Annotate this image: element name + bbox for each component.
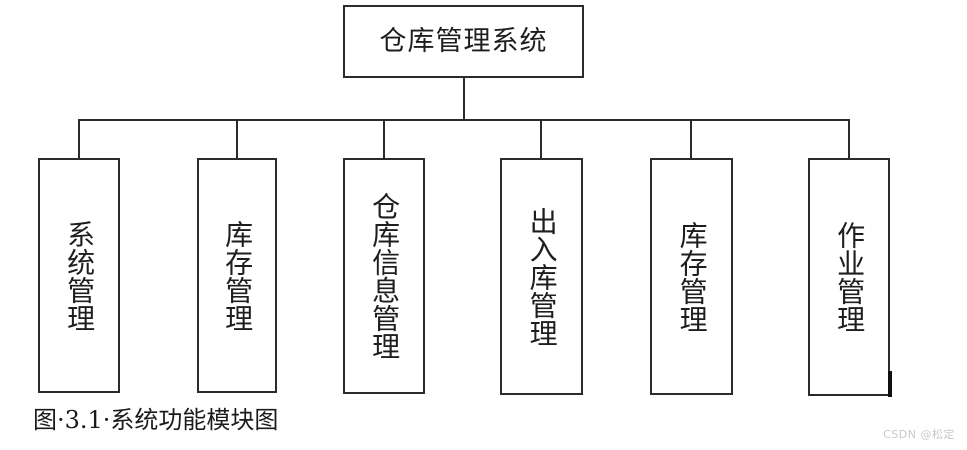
node-root[interactable]: 仓库管理系统 (343, 5, 584, 78)
connector-drop-6 (848, 119, 850, 159)
node-child-warehouse-info-management[interactable]: 仓库信息管理 (343, 158, 425, 394)
node-child-label-1: 系统管理 (63, 219, 97, 332)
watermark-label: CSDN @松定 (883, 428, 955, 441)
node-child-label-3: 仓库信息管理 (368, 192, 402, 360)
connector-drop-3 (383, 119, 385, 159)
connector-drop-2 (236, 119, 238, 159)
connector-drop-5 (690, 119, 692, 159)
node-child-label-6: 作业管理 (833, 221, 867, 333)
connector-drop-1 (78, 119, 80, 159)
text-caret-artifact (888, 371, 892, 397)
node-root-label: 仓库管理系统 (379, 26, 548, 57)
node-child-label-5: 库存管理 (675, 220, 709, 333)
connector-root-stem (463, 78, 465, 121)
connector-drop-4 (540, 119, 542, 159)
node-child-label-4: 出入库管理 (525, 206, 559, 347)
node-child-system-management[interactable]: 系统管理 (38, 158, 120, 393)
node-child-inventory-management[interactable]: 库存管理 (197, 158, 277, 393)
node-child-label-2: 库存管理 (221, 219, 255, 332)
node-child-inbound-outbound-management[interactable]: 出入库管理 (500, 158, 583, 395)
node-child-operation-management[interactable]: 作业管理 (808, 158, 890, 396)
figure-caption: 图·3.1·系统功能模块图 (33, 406, 279, 434)
connector-bus (78, 119, 850, 121)
node-child-stock-management[interactable]: 库存管理 (650, 158, 733, 395)
